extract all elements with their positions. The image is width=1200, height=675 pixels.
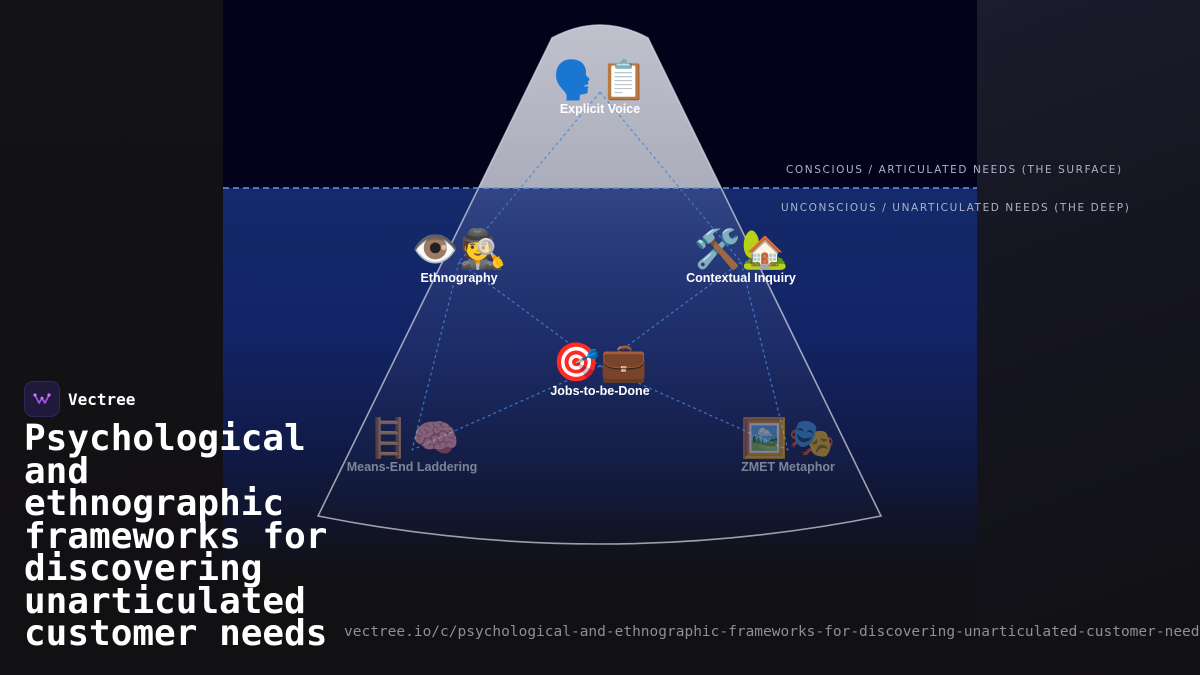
speaking-head-clipboard-icon: 🗣️📋 (552, 58, 648, 102)
eye-detective-icon: 👁️🕵️ (411, 227, 507, 271)
page-url[interactable]: vectree.io/c/psychological-and-ethnograp… (344, 624, 1200, 640)
connector-jtbd-laddering (411, 365, 601, 451)
node-means-end-laddering: 🪜🧠 Means-End Laddering (332, 416, 492, 474)
target-briefcase-icon: 🎯💼 (552, 340, 648, 384)
brand-name: Vectree (68, 389, 136, 409)
node-contextual-inquiry: 🛠️🏡 Contextual Inquiry (661, 227, 821, 285)
node-explicit-voice: 🗣️📋 Explicit Voice (520, 58, 680, 116)
tools-house-icon: 🛠️🏡 (693, 227, 789, 271)
connector-contextual-jtbd (599, 261, 742, 367)
brand[interactable]: Vectree (24, 381, 136, 417)
framed-picture-masks-icon: 🖼️🎭 (740, 416, 836, 460)
node-label: Ethnography (420, 271, 498, 285)
connector-ethnography-jtbd (458, 261, 601, 367)
left-margin-panel (0, 0, 223, 675)
connector-jtbd-zmet (599, 365, 789, 451)
node-label: Explicit Voice (559, 102, 641, 116)
page-title: Psychological and ethnographic framework… (24, 418, 328, 654)
connector-voice-ethnography (458, 91, 601, 263)
node-ethnography: 👁️🕵️ Ethnography (379, 227, 539, 285)
node-label: Means-End Laddering (346, 460, 478, 474)
iceberg-outline (316, 24, 883, 545)
deep-zone-label: UNCONSCIOUS / UNARTICULATED NEEDS (THE D… (781, 202, 1131, 214)
node-zmet-metaphor: 🖼️🎭 ZMET Metaphor (708, 416, 868, 474)
surface-zone-label: CONSCIOUS / ARTICULATED NEEDS (THE SURFA… (786, 164, 1123, 176)
connector-ethnography-laddering (411, 261, 460, 451)
right-margin-panel (977, 0, 1200, 675)
node-label: Jobs-to-be-Done (550, 384, 650, 398)
node-label: ZMET Metaphor (741, 460, 835, 474)
connector-voice-contextual (599, 91, 742, 263)
connector-lines (411, 91, 789, 451)
connector-contextual-zmet (740, 261, 789, 451)
vectree-logo-icon (24, 381, 60, 417)
node-label: Contextual Inquiry (686, 271, 796, 285)
node-jobs-to-be-done: 🎯💼 Jobs-to-be-Done (520, 340, 680, 398)
ladder-brain-icon: 🪜🧠 (364, 416, 460, 460)
